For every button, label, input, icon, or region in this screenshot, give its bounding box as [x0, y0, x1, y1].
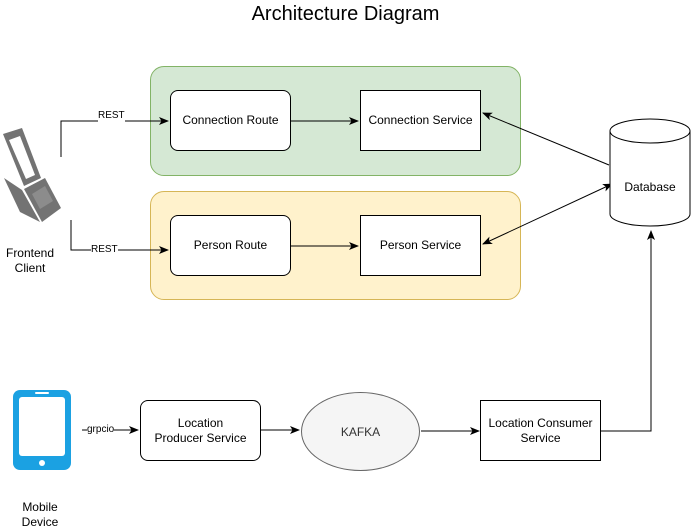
person-route-label: Person Route [193, 238, 268, 252]
kafka-label: KAFKA [340, 424, 381, 439]
connection-service-node[interactable]: Connection Service [360, 90, 481, 151]
kafka-node[interactable]: KAFKA [301, 392, 420, 471]
connection-route-label: Connection Route [182, 113, 279, 127]
person-route-node[interactable]: Person Route [170, 215, 291, 276]
location-producer-node[interactable]: Location Producer Service [140, 400, 261, 461]
edge-frontend-person-route [70, 220, 169, 254]
edge-database-connection-service [482, 112, 610, 166]
laptop-icon [3, 128, 61, 222]
edge-consumer-database [601, 230, 655, 432]
edge-label-rest-top: REST [98, 110, 125, 122]
smartphone-icon [13, 390, 71, 470]
location-producer-label: Location Producer Service [154, 415, 247, 445]
frontend-client-label: Frontend Client [5, 246, 55, 275]
person-service-node[interactable]: Person Service [360, 215, 481, 276]
connection-route-node[interactable]: Connection Route [170, 90, 291, 151]
database-label: Database [624, 180, 676, 194]
diagram-title: Architecture Diagram [251, 3, 440, 25]
mobile-device-label: Mobile Device [21, 500, 59, 529]
database-cylinder[interactable] [609, 118, 691, 227]
edge-label-rest-bottom: REST [91, 244, 118, 256]
person-service-label: Person Service [379, 238, 462, 252]
connection-service-label: Connection Service [368, 113, 473, 127]
location-consumer-node[interactable]: Location Consumer Service [480, 400, 601, 461]
location-consumer-label: Location Consumer Service [488, 415, 593, 445]
edge-label-grpcio: grpcio [87, 424, 115, 436]
edge-frontend-connection-route [60, 117, 169, 157]
edge-person-service-database [482, 183, 613, 245]
